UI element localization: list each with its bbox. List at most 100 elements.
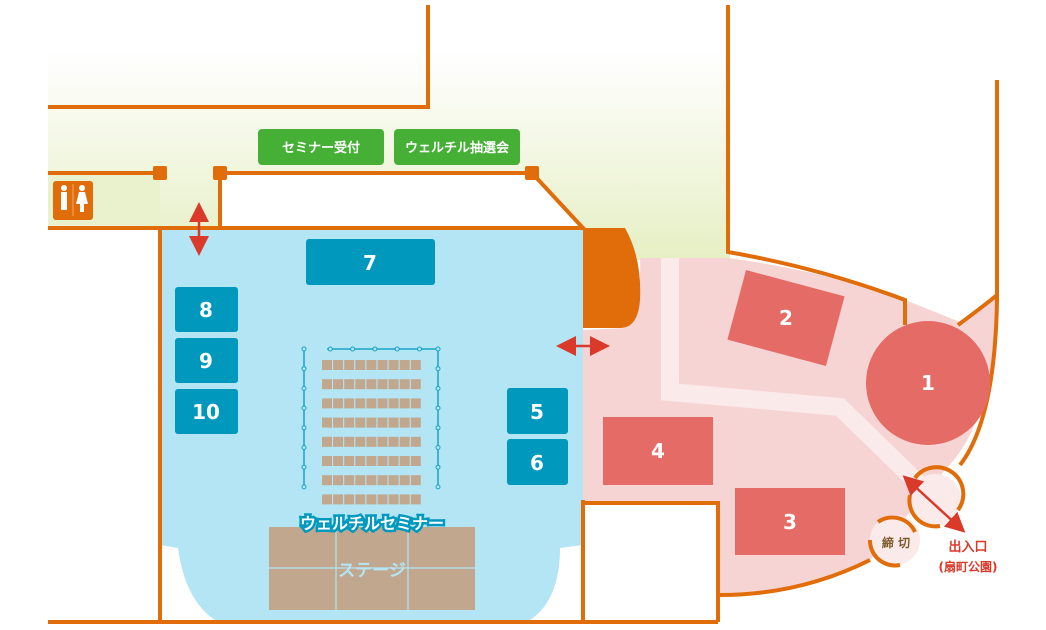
seat <box>377 360 388 370</box>
lottery-label: ウェルチル抽選会 <box>405 140 510 156</box>
booth-1[interactable] <box>866 321 990 445</box>
rope-post <box>435 464 441 470</box>
seat <box>377 475 388 486</box>
booth-8[interactable] <box>175 287 238 332</box>
seat <box>410 417 421 428</box>
seminar-title: ウェルチルセミナー <box>300 514 444 533</box>
seat <box>355 475 366 486</box>
seat <box>355 436 366 447</box>
rope-post <box>301 346 307 352</box>
seat <box>377 379 388 390</box>
rope-post <box>372 346 378 352</box>
seat <box>377 494 388 505</box>
rope-post <box>327 346 333 352</box>
rope-post <box>417 346 422 352</box>
booth-7-label: 7 <box>363 251 377 275</box>
seat <box>388 360 399 370</box>
booth-2[interactable] <box>727 270 845 366</box>
seat <box>410 379 421 390</box>
seat <box>333 475 344 486</box>
seat <box>355 456 366 466</box>
entrance-sublabel: (扇町公園) <box>939 559 998 574</box>
seat <box>366 456 377 466</box>
rope-post <box>350 346 356 352</box>
seat <box>377 398 388 409</box>
seat <box>388 417 399 428</box>
seat <box>399 379 410 390</box>
seat <box>410 494 421 505</box>
seat <box>388 398 399 409</box>
booth-4[interactable] <box>603 417 713 485</box>
seat <box>322 398 332 409</box>
pillar <box>583 228 641 328</box>
seat <box>344 360 355 370</box>
booth-3[interactable] <box>735 488 845 555</box>
booth-10-label: 10 <box>192 400 220 424</box>
closed-label: 締 切 <box>882 535 910 550</box>
seat <box>410 360 421 370</box>
seat <box>355 417 366 428</box>
seat <box>410 456 421 466</box>
stage: ステージ <box>269 527 475 610</box>
rope-post <box>435 425 441 431</box>
booth-3-label: 3 <box>783 510 797 534</box>
seat <box>322 456 332 466</box>
booth-6-label: 6 <box>530 451 544 475</box>
seat <box>399 494 410 505</box>
arrows <box>189 202 966 533</box>
lottery-sign: ウェルチル抽選会 <box>394 129 520 165</box>
rope-post <box>301 405 307 411</box>
booth-2-label: 2 <box>779 306 793 330</box>
rope-post <box>301 366 307 372</box>
seat <box>322 475 332 486</box>
booth-9[interactable] <box>175 338 238 383</box>
seat <box>410 398 421 409</box>
seat <box>366 436 377 447</box>
booth-5[interactable] <box>507 388 568 434</box>
wall-posts <box>153 166 539 180</box>
seat <box>322 360 332 370</box>
seat <box>388 456 399 466</box>
seat <box>344 475 355 486</box>
seat <box>366 417 377 428</box>
walkway <box>661 258 932 497</box>
seat <box>399 417 410 428</box>
rope-post <box>435 484 441 490</box>
seat <box>355 398 366 409</box>
seat <box>399 456 410 466</box>
rope-post <box>301 484 307 490</box>
booth-10[interactable] <box>175 389 238 434</box>
rope-post <box>301 464 307 470</box>
rope-post <box>301 425 307 431</box>
rope-post <box>435 445 441 450</box>
seat <box>355 494 366 505</box>
reception-sign: セミナー受付 <box>258 129 384 165</box>
seat <box>344 456 355 466</box>
seat <box>333 417 344 428</box>
seat <box>344 379 355 390</box>
seat <box>399 436 410 447</box>
booth-6[interactable] <box>507 439 568 485</box>
seat <box>388 436 399 447</box>
booth-7[interactable] <box>306 239 435 285</box>
rope-post <box>435 385 441 391</box>
seat <box>322 379 332 390</box>
booth-8-label: 8 <box>199 298 213 322</box>
seat <box>344 436 355 447</box>
seat <box>366 379 377 390</box>
seat <box>377 417 388 428</box>
entrance-label: 出入口 <box>948 539 987 555</box>
seat <box>399 475 410 486</box>
seat <box>410 475 421 486</box>
booth-4-label: 4 <box>651 439 665 463</box>
seat <box>344 494 355 505</box>
seat <box>366 494 377 505</box>
seat <box>333 379 344 390</box>
seat <box>322 436 332 447</box>
arrow-icon <box>902 475 966 533</box>
seat <box>399 398 410 409</box>
rope-post <box>435 346 441 352</box>
seat <box>377 436 388 447</box>
seat <box>333 494 344 505</box>
